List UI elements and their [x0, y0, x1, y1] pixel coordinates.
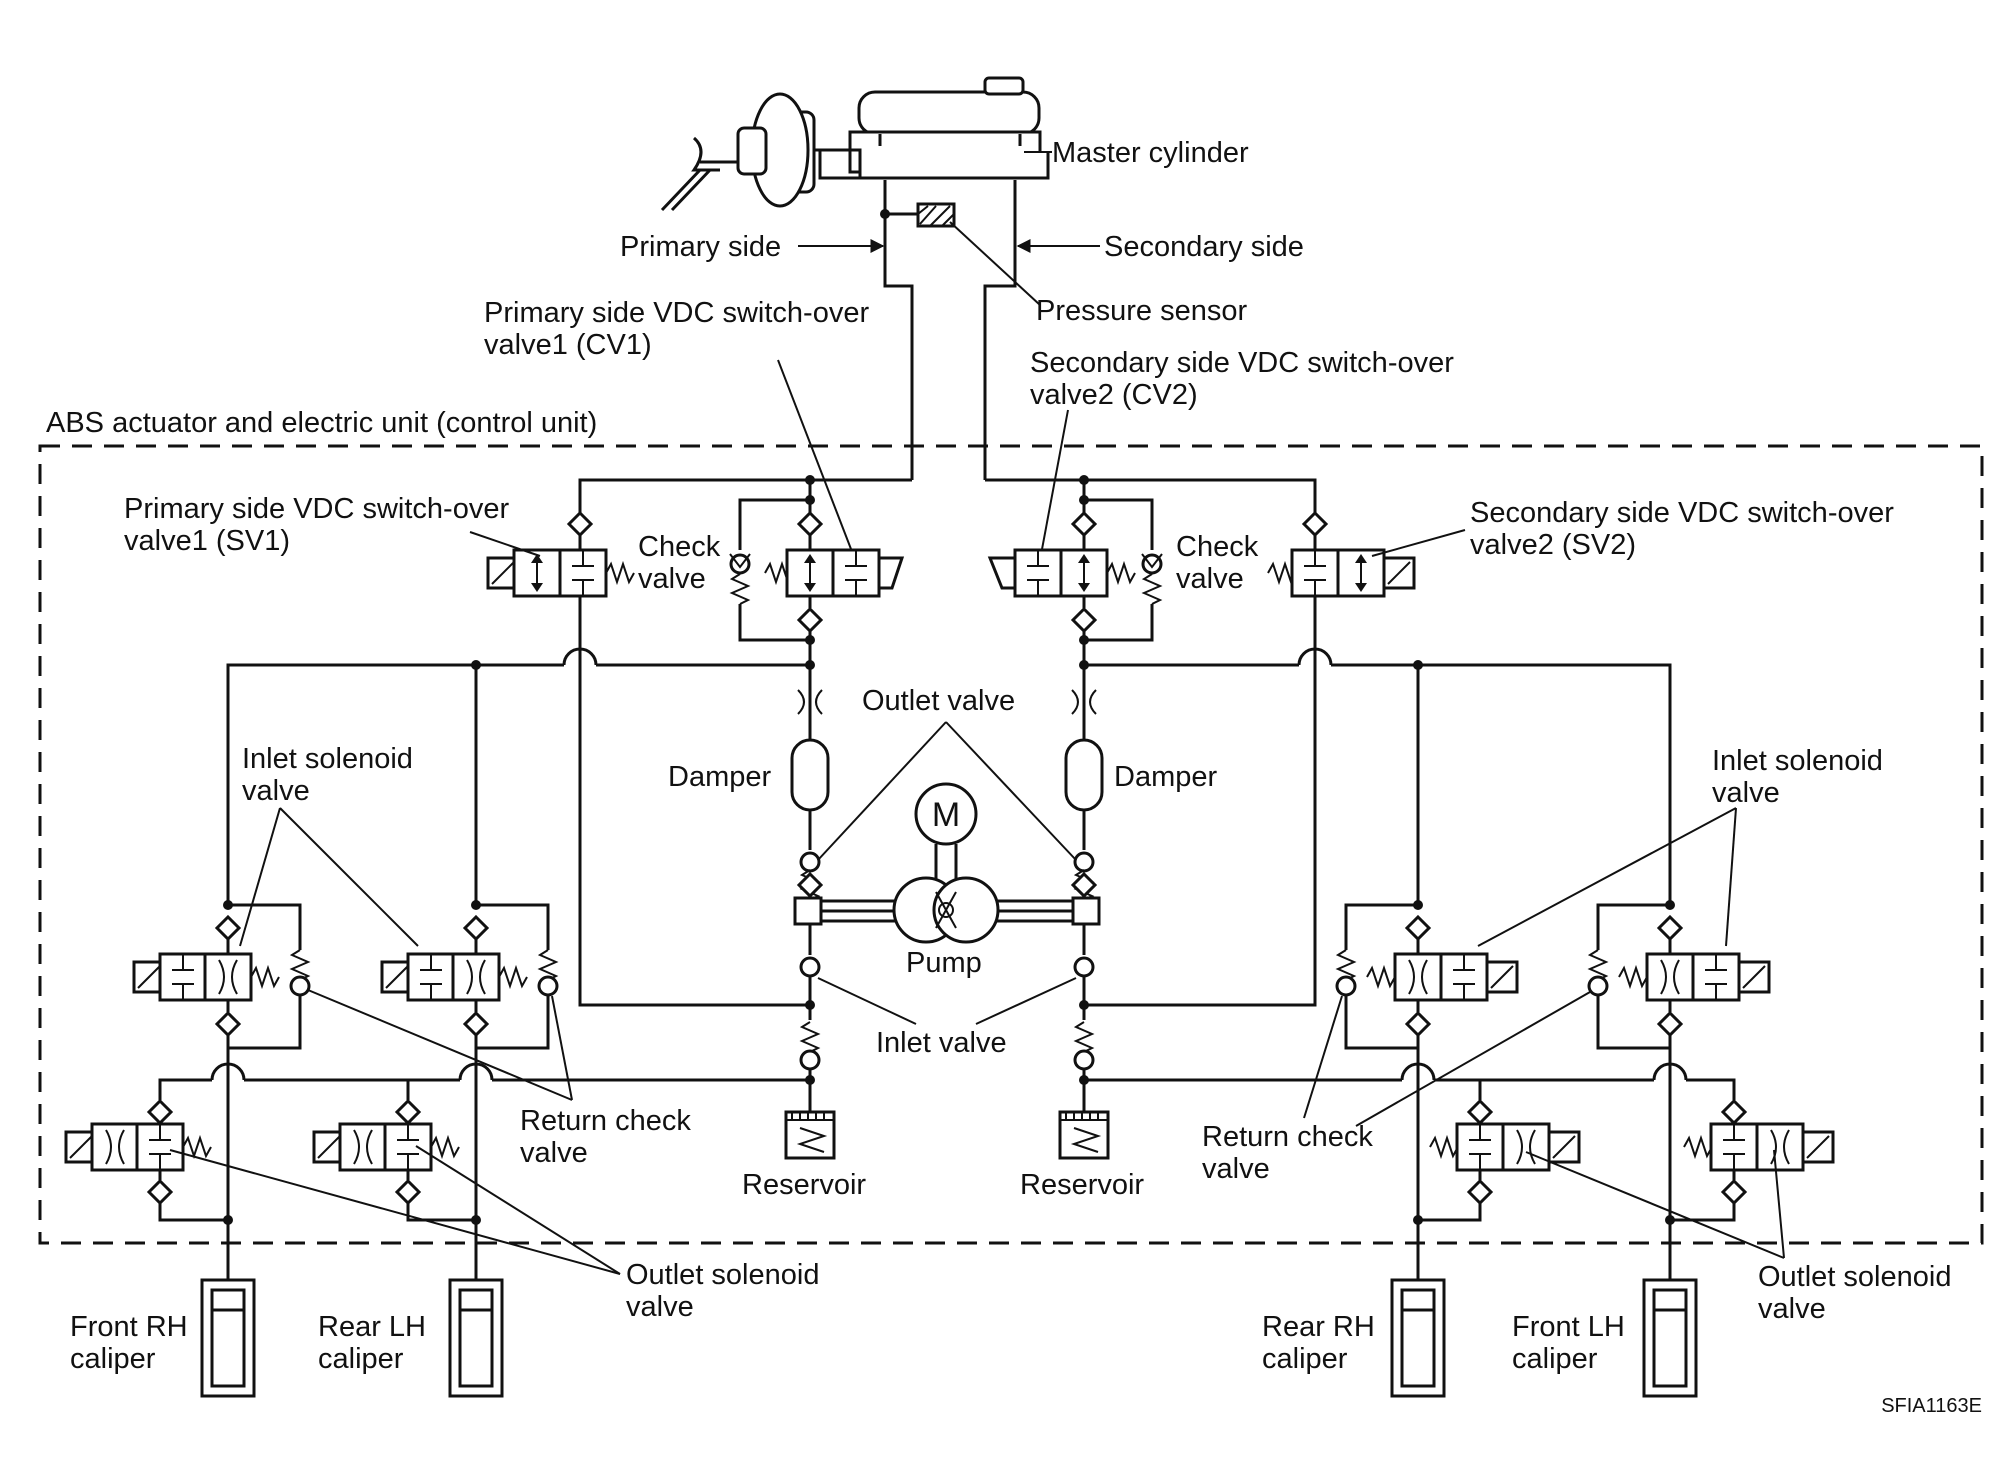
front-lh-label-line2: caliper	[1512, 1343, 1598, 1375]
check-valve-right-line1: Check	[1176, 531, 1259, 563]
outlet-valve-label: Outlet valve	[862, 685, 1015, 717]
return-check-right-line1: Return check	[1202, 1121, 1373, 1153]
inlet-valve-leader-right	[975, 977, 1077, 1025]
caliper-front-lh	[1642, 1278, 1698, 1398]
outlet-solenoid-left-leader-1	[169, 1149, 621, 1275]
outlet-valve-leader-right	[945, 721, 1077, 861]
rear-lh-label-line1: Rear LH	[318, 1311, 426, 1343]
outlet-solenoid-left-leader-2	[415, 1145, 621, 1275]
rear-rh-label-line1: Rear RH	[1262, 1311, 1375, 1343]
motor-symbol: M	[932, 796, 960, 834]
left-damper-assembly	[790, 665, 830, 901]
inlet-valve-leader-left	[817, 977, 917, 1025]
inlet-solenoid-left-line1: Inlet solenoid	[242, 743, 413, 775]
return-lines	[158, 1062, 1736, 1100]
sv2-label-line2: valve2 (SV2)	[1470, 529, 1636, 561]
return-check-left-line2: valve	[520, 1137, 588, 1169]
cv1-label-line2: valve1 (CV1)	[484, 329, 652, 361]
outlet-valve-leader-left	[817, 721, 947, 861]
damper-right-label: Damper	[1114, 761, 1217, 793]
outlet-solenoid-right-leader-1	[1525, 1151, 1785, 1259]
inlet-solenoid-right-line1: Inlet solenoid	[1712, 745, 1883, 777]
inlet-solenoid-left-line2: valve	[242, 775, 310, 807]
pressure-sensor-leader	[949, 221, 1041, 306]
pump	[793, 876, 1101, 944]
caliper-rear-lh	[448, 1278, 504, 1398]
return-check-right-leader-1	[1303, 995, 1343, 1119]
rear-rh-label-line2: caliper	[1262, 1343, 1348, 1375]
reservoir-left-label: Reservoir	[742, 1169, 866, 1201]
cv2-leader	[1039, 409, 1069, 561]
sv1-valve	[486, 511, 635, 640]
figure-code: SFIA1163E	[1881, 1395, 1982, 1417]
brake-lines-top	[883, 180, 1017, 480]
outlet-solenoid-front-lh	[1670, 1099, 1835, 1222]
sv2-leader	[1371, 529, 1466, 557]
caliper-front-rh	[200, 1278, 256, 1398]
sv1-leader	[469, 531, 541, 557]
check-valve-left-line1: Check	[638, 531, 721, 563]
outlet-solenoid-rear-rh	[1418, 1099, 1581, 1222]
abs-unit-label: ABS actuator and electric unit (control …	[46, 407, 597, 439]
inlet-valve-label: Inlet valve	[876, 1027, 1007, 1059]
inlet-solenoid-left-leader-2	[279, 807, 419, 947]
sv1-label-line1: Primary side VDC switch-over	[124, 493, 509, 525]
pressure-sensor-label: Pressure sensor	[1036, 295, 1247, 327]
rear-lh-label-line2: caliper	[318, 1343, 404, 1375]
right-reservoir	[1058, 1110, 1110, 1160]
outlet-solenoid-right-leader-2	[1773, 1149, 1785, 1259]
outlet-solenoid-right-line2: valve	[1758, 1293, 1826, 1325]
inlet-solenoid-right-line2: valve	[1712, 777, 1780, 809]
sv2-valve	[1267, 511, 1416, 640]
cv2-label-line1: Secondary side VDC switch-over	[1030, 347, 1454, 379]
cv2-valve	[987, 498, 1164, 665]
outlet-solenoid-front-rh	[64, 1099, 228, 1222]
cv1-valve	[728, 498, 905, 665]
pump-label: Pump	[906, 947, 982, 979]
abs-unit-boundary	[38, 444, 1984, 1245]
check-valve-right-line2: valve	[1176, 563, 1244, 595]
return-check-right-leader-2	[1355, 991, 1591, 1127]
return-check-right-line2: valve	[1202, 1153, 1270, 1185]
return-check-left-leader-1	[307, 989, 573, 1101]
sv2-label-line1: Secondary side VDC switch-over	[1470, 497, 1894, 529]
inlet-solenoid-rear-lh	[380, 900, 559, 1280]
right-damper-assembly	[1064, 665, 1104, 901]
inlet-solenoid-right-leader-2	[1725, 807, 1737, 947]
inlet-solenoid-right-leader-1	[1477, 807, 1737, 947]
left-inlet-valve	[799, 924, 821, 1112]
pump-motor: M	[914, 782, 978, 884]
outlet-solenoid-left-line2: valve	[626, 1291, 694, 1323]
outlet-solenoid-right-line1: Outlet solenoid	[1758, 1261, 1951, 1293]
secondary-side-label: Secondary side	[1104, 231, 1304, 263]
cv2-label-line2: valve2 (CV2)	[1030, 379, 1198, 411]
return-check-left-leader-2	[551, 995, 573, 1101]
caliper-rear-rh	[1390, 1278, 1446, 1398]
front-rh-label-line2: caliper	[70, 1343, 156, 1375]
damper-left-label: Damper	[668, 761, 771, 793]
inlet-solenoid-front-lh	[1587, 900, 1771, 1280]
master-cylinder	[660, 76, 1050, 212]
cv1-leader	[777, 359, 857, 563]
outlet-solenoid-rear-lh	[312, 1099, 476, 1222]
left-reservoir	[784, 1110, 836, 1160]
primary-side-label: Primary side	[620, 231, 781, 263]
front-rh-label-line1: Front RH	[70, 1311, 188, 1343]
sv1-label-line2: valve1 (SV1)	[124, 525, 290, 557]
return-check-left-line1: Return check	[520, 1105, 691, 1137]
inlet-solenoid-left-leader-1	[239, 807, 281, 947]
master-cylinder-label: Master cylinder	[1052, 137, 1249, 169]
outlet-solenoid-left-line1: Outlet solenoid	[626, 1259, 819, 1291]
cv1-label-line1: Primary side VDC switch-over	[484, 297, 869, 329]
reservoir-right-label: Reservoir	[1020, 1169, 1144, 1201]
check-valve-left-line2: valve	[638, 563, 706, 595]
inlet-solenoid-rear-rh	[1335, 900, 1519, 1280]
wheel-feed-lines	[226, 647, 1672, 905]
front-lh-label-line1: Front LH	[1512, 1311, 1625, 1343]
